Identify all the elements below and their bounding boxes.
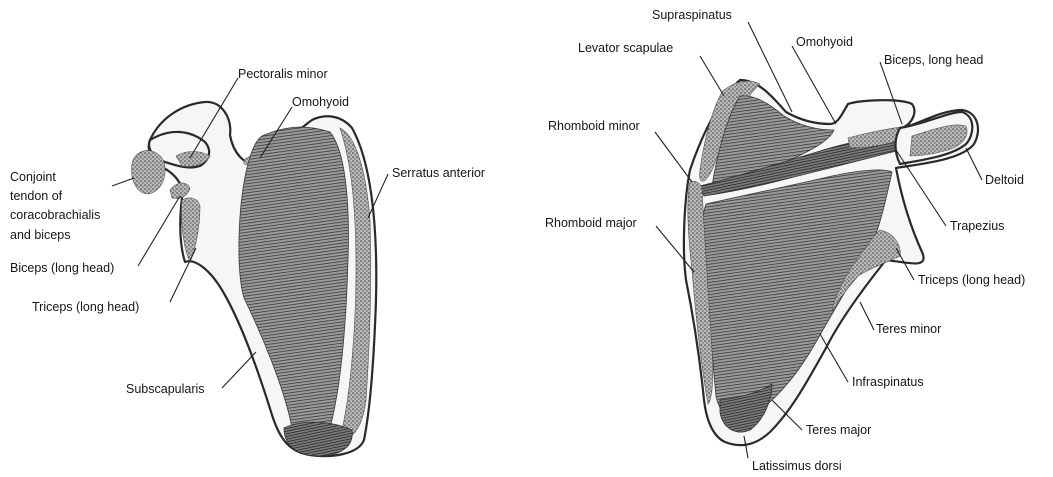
leader-biceps-long-head-anterior xyxy=(138,196,180,266)
leader-levator-scapulae xyxy=(700,56,724,96)
label-conjoint-line-2: tendon of xyxy=(10,189,63,203)
leader-subscapularis xyxy=(222,352,256,388)
label-biceps-long-head-anterior: Biceps (long head) xyxy=(10,261,114,275)
leader-omohyoid-posterior xyxy=(792,46,836,124)
label-trapezius: Trapezius xyxy=(950,219,1004,233)
label-deltoid: Deltoid xyxy=(985,173,1024,187)
label-subscapularis: Subscapularis xyxy=(126,382,205,396)
label-teres-major: Teres major xyxy=(806,423,871,437)
label-serratus-anterior: Serratus anterior xyxy=(392,166,485,180)
label-rhomboid-minor: Rhomboid minor xyxy=(548,119,640,133)
leader-rhomboid-minor xyxy=(655,132,692,182)
label-infraspinatus: Infraspinatus xyxy=(852,375,924,389)
label-conjoint-line-4: and biceps xyxy=(10,228,70,242)
label-rhomboid-major: Rhomboid major xyxy=(545,216,637,230)
anterior-view xyxy=(131,102,376,456)
label-supraspinatus: Supraspinatus xyxy=(652,8,732,22)
label-triceps-long-head-anterior: Triceps (long head) xyxy=(32,300,139,314)
posterior-view xyxy=(684,80,978,445)
label-biceps-long-head-posterior: Biceps, long head xyxy=(884,53,983,67)
leader-conjoint-tendon xyxy=(112,178,134,186)
label-triceps-long-head-posterior: Triceps (long head) xyxy=(918,273,1025,287)
label-pectoralis-minor: Pectoralis minor xyxy=(238,67,328,81)
label-latissimus-dorsi: Latissimus dorsi xyxy=(752,459,842,473)
leader-deltoid xyxy=(966,148,982,180)
anterior-subscapularis-attachment xyxy=(239,127,349,436)
anterior-inferior-angle-attachment xyxy=(284,422,352,456)
leader-teres-minor xyxy=(860,302,874,330)
label-teres-minor: Teres minor xyxy=(876,322,941,336)
leader-infraspinatus xyxy=(820,334,848,382)
label-conjoint-line-3: coracobrachialis xyxy=(10,208,100,222)
label-conjoint-line-1: Conjoint xyxy=(10,170,56,184)
label-omohyoid-anterior: Omohyoid xyxy=(292,95,349,109)
label-omohyoid-posterior: Omohyoid xyxy=(796,35,853,49)
anterior-conjoint-tendon-attachment xyxy=(131,150,165,194)
label-levator-scapulae: Levator scapulae xyxy=(578,41,673,55)
